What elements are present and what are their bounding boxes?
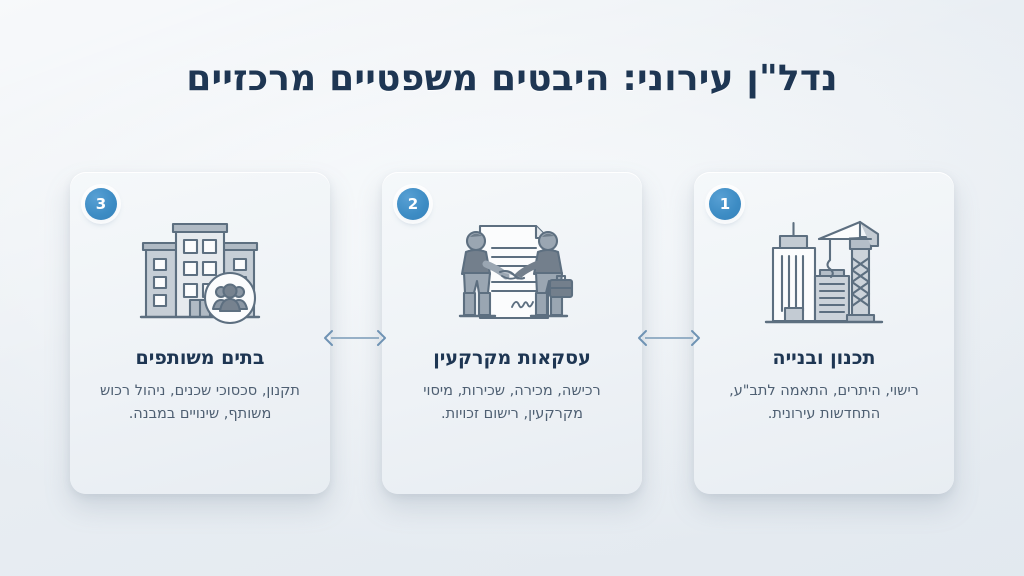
page-title: נדל"ן עירוני: היבטים משפטיים מרכזיים <box>186 58 838 99</box>
card-real-estate-transactions[interactable]: 2 <box>382 172 642 494</box>
card-description: תקנון, סכסוכי שכנים, ניהול רכוש משותף, ש… <box>100 382 300 423</box>
construction-buildings-crane-icon <box>759 210 889 335</box>
connector-card1-card2 <box>323 328 387 348</box>
handshake-contract-icon <box>447 210 577 335</box>
card-number-badge: 1 <box>709 188 741 220</box>
card-number-badge: 3 <box>85 188 117 220</box>
apartment-building-residents-icon <box>135 210 265 335</box>
connector-card2-card3 <box>637 328 701 348</box>
card-condominiums[interactable]: 3 <box>70 172 330 494</box>
card-description: רכישה, מכירה, שכירות, מיסוי מקרקעין, ריש… <box>423 382 601 423</box>
card-title: עסקאות מקרקעין <box>433 347 591 369</box>
card-description: רישוי, היתרים, התאמה לתב"ע, התחדשות עירו… <box>729 382 919 423</box>
card-planning-and-construction[interactable]: 1 <box>694 172 954 494</box>
card-title: תכנון ובנייה <box>772 347 876 369</box>
card-title: בתים משותפים <box>135 347 265 369</box>
card-number-badge: 2 <box>397 188 429 220</box>
cards-row: 1 <box>70 172 954 494</box>
